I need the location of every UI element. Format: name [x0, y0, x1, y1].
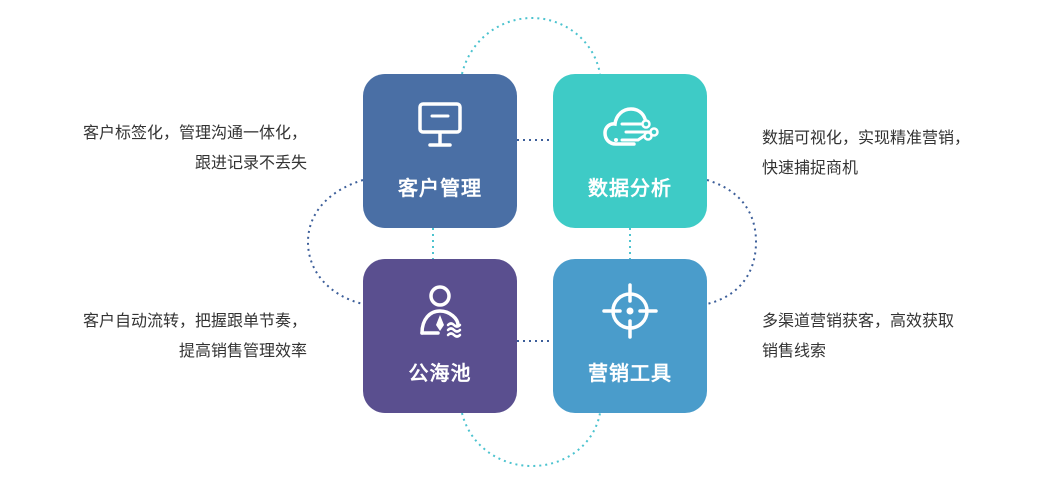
crosshair-icon: [602, 283, 658, 339]
data-analysis-description-line-2: 快速捕捉商机: [762, 158, 859, 177]
public-pool-card[interactable]: 公海池: [363, 259, 517, 413]
crm-card[interactable]: 客户管理: [363, 74, 517, 228]
data-analysis-card[interactable]: 数据分析: [553, 74, 707, 228]
data-analysis-description: 数据可视化，实现精准营销， 快速捕捉商机: [762, 123, 970, 183]
marketing-tools-card[interactable]: 营销工具: [553, 259, 707, 413]
public-pool-card-label: 公海池: [408, 361, 472, 385]
marketing-tools-description: 多渠道营销获客，高效获取 销售线索: [762, 306, 954, 366]
data-analysis-description-line-1: 数据可视化，实现精准营销，: [762, 128, 971, 147]
public-pool-description-line-1: 客户自动流转，把握跟单节奏，: [82, 311, 307, 330]
right-arc: [706, 179, 758, 305]
public-pool-description-line-2: 提高销售管理效率: [178, 341, 307, 360]
cloud-network-icon: [603, 107, 659, 146]
bottom-arc: [461, 412, 601, 468]
public-pool-description: 客户自动流转，把握跟单节奏， 提高销售管理效率: [83, 306, 307, 366]
marketing-tools-card-label: 营销工具: [588, 361, 672, 385]
crm-description: 客户标签化，管理沟通一体化， 跟进记录不丢失: [83, 118, 307, 178]
crm-description-line-1: 客户标签化，管理沟通一体化，: [82, 123, 307, 142]
crm-description-line-2: 跟进记录不丢失: [194, 153, 307, 172]
top-arc: [461, 16, 601, 75]
crm-card-label: 客户管理: [398, 176, 482, 200]
monitor-icon: [418, 102, 462, 147]
marketing-tools-description-line-1: 多渠道营销获客，高效获取: [762, 311, 955, 330]
marketing-tools-description-line-2: 销售线索: [762, 341, 827, 360]
data-analysis-card-label: 数据分析: [588, 176, 672, 200]
left-arc: [306, 179, 364, 305]
person-sea-icon: [420, 285, 462, 338]
